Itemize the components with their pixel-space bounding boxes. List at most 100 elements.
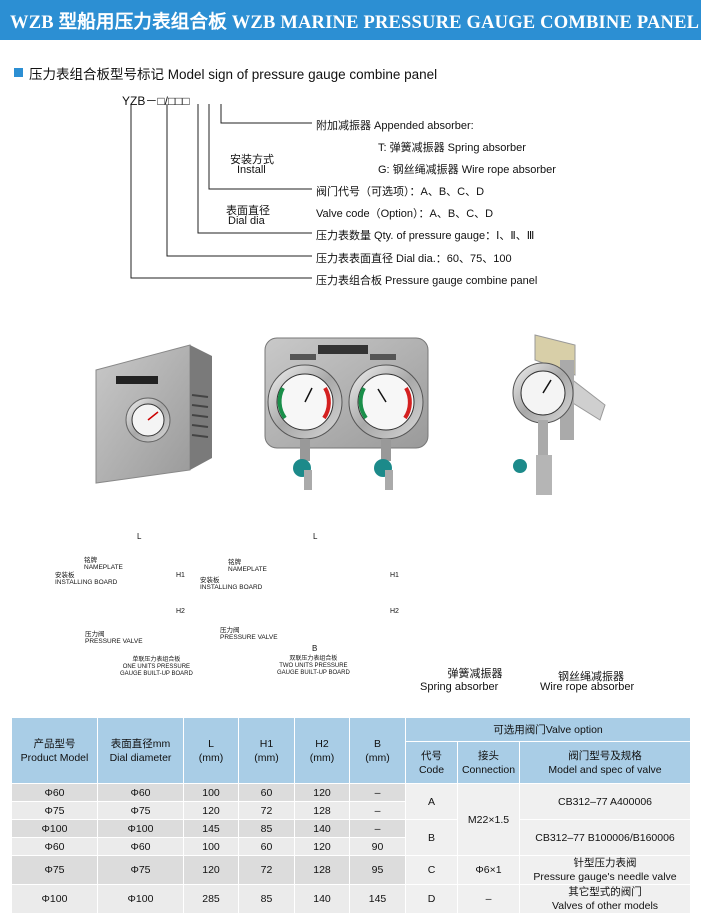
nameplate-cn-2: 铭牌 bbox=[228, 559, 241, 566]
cell-B: 145 bbox=[349, 884, 406, 914]
cell-code-A: A bbox=[405, 783, 458, 820]
two-unit-en-1: TWO UNITS PRESSURE bbox=[279, 663, 348, 669]
cell-H2: 120 bbox=[294, 837, 350, 856]
cell-conn-AB: M22×1.5 bbox=[457, 783, 520, 856]
two-unit-caption: 双联压力表组合板 TWO UNITS PRESSURE GAUGE BUILT-… bbox=[277, 656, 350, 677]
label-panel: 压力表组合板 Pressure gauge combine panel bbox=[316, 275, 538, 287]
cell-spec-C-cn: 针型压力表阀 bbox=[573, 857, 637, 869]
th-H1-unit: (mm) bbox=[254, 751, 279, 764]
th-dial: 表面直径mm Dial diameter bbox=[97, 717, 184, 784]
th-H1-label: H1 bbox=[259, 737, 274, 750]
th-spec-cn: 阀门型号及规格 bbox=[568, 749, 642, 762]
cell-H1: 60 bbox=[238, 837, 295, 856]
dim-H2-1: H2 bbox=[176, 608, 185, 615]
cell-product: Φ75 bbox=[11, 855, 98, 885]
photo-double-panel bbox=[264, 337, 429, 490]
one-unit-caption: 单联压力表组合板 ONE UNITS PRESSURE GAUGE BUILT-… bbox=[120, 657, 193, 678]
dim-H1-2: H1 bbox=[390, 572, 399, 579]
nameplate-en: NAMEPLATE bbox=[84, 564, 123, 571]
photo-single-panel bbox=[95, 344, 212, 484]
cell-H1: 85 bbox=[238, 819, 295, 838]
cell-H1: 72 bbox=[238, 855, 295, 885]
cell-B: 95 bbox=[349, 855, 406, 885]
model-prefix: YZB－ bbox=[122, 94, 158, 108]
nameplate-label: 铭牌 NAMEPLATE bbox=[84, 557, 123, 571]
wire-en: Wire rope absorber bbox=[540, 681, 635, 693]
dim-H1-1: H1 bbox=[176, 572, 185, 579]
cell-L: 120 bbox=[183, 855, 239, 885]
board-cn-2: 安装板 bbox=[200, 577, 220, 584]
th-code-cn: 代号 bbox=[421, 749, 442, 762]
cell-dial: Φ100 bbox=[97, 819, 184, 838]
one-unit-en-2: GAUGE BUILT-UP BOARD bbox=[120, 671, 193, 677]
spec-table: 产品型号 Product Model 表面直径mm Dial diameter … bbox=[11, 717, 692, 914]
one-unit-en-1: ONE UNITS PRESSURE bbox=[122, 664, 191, 670]
cell-product: Φ60 bbox=[11, 837, 98, 856]
cell-H2: 128 bbox=[294, 801, 350, 820]
valve-label: 压力阀 PRESSURE VALVE bbox=[85, 631, 143, 645]
dim-L-2: L bbox=[313, 532, 318, 541]
table-row: Φ75 Φ75 120 72 128 – bbox=[11, 801, 691, 820]
table-row: Φ100 Φ100 285 85 140 145 D – 其它型式的阀门 Val… bbox=[11, 884, 692, 914]
cell-conn-D: – bbox=[457, 884, 520, 914]
th-B-unit: (mm) bbox=[365, 751, 390, 764]
cell-spec-C-en: Pressure gauge's needle valve bbox=[533, 871, 677, 883]
cell-dial: Φ75 bbox=[97, 801, 184, 820]
th-B-label: B bbox=[373, 737, 381, 750]
th-L-unit: (mm) bbox=[198, 751, 224, 764]
spring-absorber-caption: 弹簧减振器 bbox=[440, 668, 510, 681]
cell-dial: Φ60 bbox=[97, 837, 184, 856]
model-code-diagram bbox=[130, 104, 312, 279]
th-H2-unit: (mm) bbox=[309, 751, 335, 764]
valve-en-2: PRESSURE VALVE bbox=[220, 634, 278, 641]
label-install-cn: 安装方式 bbox=[230, 154, 274, 166]
cell-product: Φ60 bbox=[11, 783, 98, 802]
photo-side-absorber bbox=[512, 334, 606, 495]
cell-L: 100 bbox=[183, 837, 239, 856]
valve-cn-2: 压力阀 bbox=[220, 627, 240, 634]
nameplate-label-2: 铭牌 NAMEPLATE bbox=[228, 559, 267, 573]
label-dial-en: Dial dia bbox=[228, 215, 265, 227]
cell-H1: 72 bbox=[238, 801, 295, 820]
page-title: WZB 型船用压力表组合板 WZB MARINE PRESSURE GAUGE … bbox=[10, 13, 700, 33]
th-code: 代号 Code bbox=[405, 741, 458, 784]
th-B: B (mm) bbox=[349, 717, 406, 784]
table-row: Φ100 Φ100 145 85 140 – B CB312–77 B10000… bbox=[11, 819, 692, 856]
label-dial-cn: 表面直径 bbox=[226, 205, 270, 217]
cell-product: Φ100 bbox=[11, 884, 98, 914]
cell-product: Φ75 bbox=[11, 801, 98, 820]
cell-spec-D-cn: 其它型式的阀门 bbox=[568, 886, 642, 898]
cell-H2: 140 bbox=[294, 884, 350, 914]
cell-dial: Φ100 bbox=[97, 884, 184, 914]
board-label: 安装板 INSTALLING BOARD bbox=[55, 572, 117, 586]
model-boxes: □□□ bbox=[167, 94, 190, 108]
th-product: 产品型号 Product Model bbox=[11, 717, 98, 784]
nameplate-en-2: NAMEPLATE bbox=[228, 566, 267, 573]
valve-cn: 压力阀 bbox=[85, 631, 105, 638]
valve-en: PRESSURE VALVE bbox=[85, 638, 143, 645]
cell-H1: 60 bbox=[238, 783, 295, 802]
header-banner: WZB 型船用压力表组合板 WZB MARINE PRESSURE GAUGE … bbox=[0, 0, 701, 40]
th-dial-en: Dial diameter bbox=[109, 751, 172, 764]
table-row: Φ75 Φ75 120 72 128 95 C Φ6×1 针型压力表阀 Pres… bbox=[11, 855, 692, 885]
cell-spec-A: CB312–77 A400006 bbox=[518, 783, 692, 820]
cell-B: 90 bbox=[349, 837, 406, 856]
th-conn-en: Connection bbox=[461, 763, 516, 776]
cell-code-B: B bbox=[405, 819, 458, 856]
th-spec: 阀门型号及规格 Model and spec of valve bbox=[518, 741, 692, 784]
cell-B: – bbox=[349, 801, 406, 820]
cell-spec-B: CB312–77 B100006/B160006 bbox=[518, 819, 692, 856]
nameplate-cn: 铭牌 bbox=[84, 557, 97, 564]
cell-L: 120 bbox=[183, 801, 239, 820]
board-label-2: 安装板 INSTALLING BOARD bbox=[200, 577, 262, 591]
cell-conn-C: Φ6×1 bbox=[457, 855, 520, 885]
cell-L: 100 bbox=[183, 783, 239, 802]
wire-cn: 钢丝绳减振器 bbox=[558, 671, 624, 683]
cell-spec-D-en: Valves of other models bbox=[552, 900, 659, 912]
cell-L: 285 bbox=[183, 884, 239, 914]
th-dial-cn: 表面直径mm bbox=[110, 737, 171, 750]
board-en-2: INSTALLING BOARD bbox=[200, 584, 263, 591]
two-unit-cn: 双联压力表组合板 bbox=[289, 656, 338, 662]
th-conn-cn: 接头 bbox=[478, 749, 499, 762]
dim-B: B bbox=[312, 644, 318, 653]
